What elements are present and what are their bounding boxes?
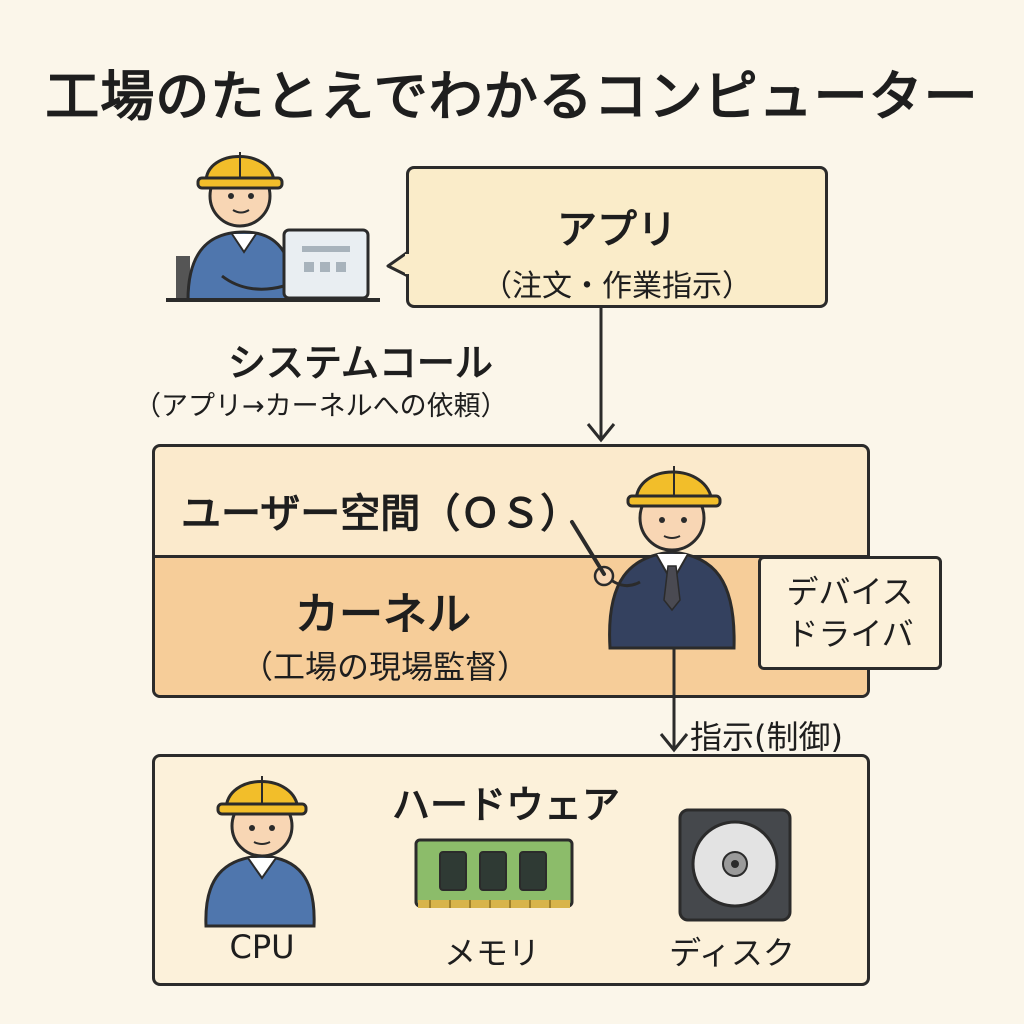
device-driver-line1: デバイス — [786, 573, 914, 611]
speech-bubble-tail — [386, 250, 411, 278]
system-call-subtitle: （アプリ→カーネルへの依頼） — [134, 391, 508, 422]
user-space-label: ユーザー空間（ＯＳ） — [181, 491, 581, 537]
app-subtitle: （注文・作業指示） — [482, 269, 752, 304]
app-box: アプリ （注文・作業指示） — [406, 166, 828, 308]
system-call-title: システムコール — [228, 341, 493, 385]
memory-label: メモリ — [443, 934, 540, 972]
cpu-worker-icon — [204, 776, 316, 928]
kernel-supervisor-icon — [570, 466, 736, 650]
cpu-label: CPU — [229, 928, 295, 966]
disk-drive-icon — [678, 808, 792, 922]
hardware-title: ハードウェア — [392, 783, 621, 827]
control-arrow-label: 指示(制御) — [690, 718, 843, 756]
page-title: 工場のたとえでわかるコンピューター — [45, 65, 979, 128]
app-title: アプリ — [557, 207, 677, 253]
device-driver-line2: ドライバ — [786, 615, 914, 653]
device-driver-box: デバイス ドライバ — [758, 556, 942, 670]
memory-module-icon — [414, 838, 574, 908]
kernel-subtitle: （工場の現場監督） — [241, 648, 530, 686]
app-worker-icon — [166, 152, 380, 302]
kernel-title: カーネル — [295, 589, 471, 640]
disk-label: ディスク — [669, 934, 795, 972]
system-call-arrow — [586, 308, 616, 443]
kernel-band: カーネル （工場の現場監督） — [155, 555, 867, 695]
